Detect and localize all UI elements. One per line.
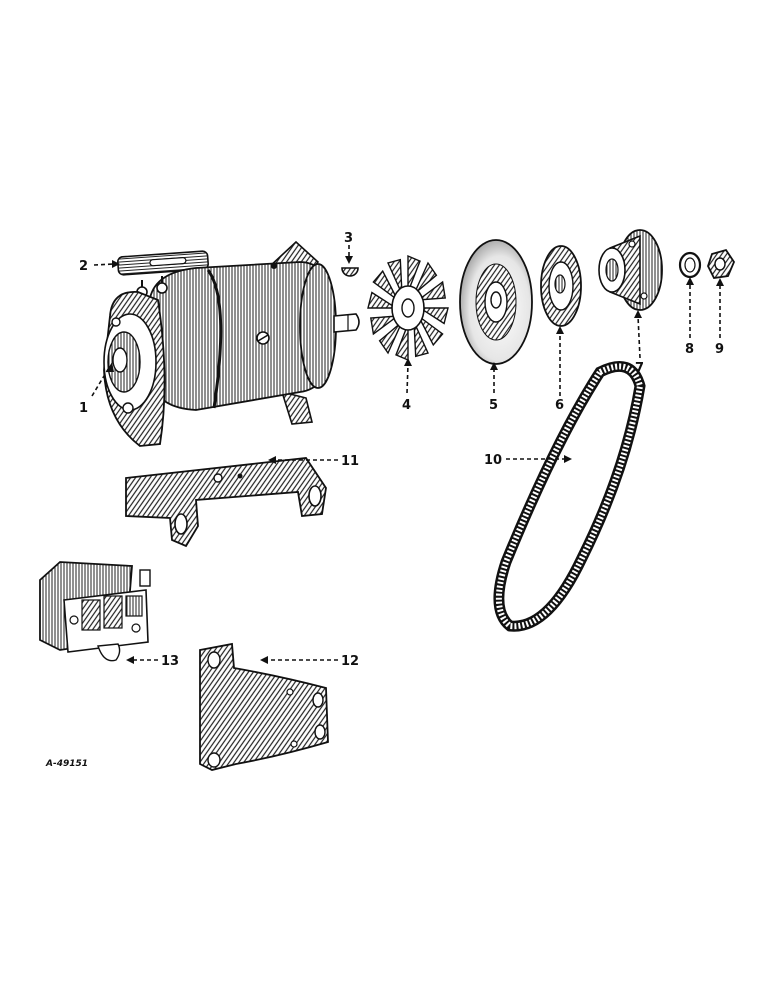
callout-9: 9 — [715, 342, 724, 357]
figure-id: A-49151 — [45, 759, 88, 769]
callout-10: 10 — [484, 453, 502, 468]
generator-icon — [103, 240, 360, 447]
fan-blade — [413, 261, 438, 295]
callout-labels: 1 2 3 4 5 6 7 8 9 10 11 12 13 A-49151 — [45, 231, 724, 769]
callout-1: 1 — [79, 401, 88, 416]
pulley-hub-icon — [598, 229, 663, 311]
fan-bore — [401, 298, 415, 318]
callout-7: 7 — [635, 361, 644, 376]
l-bracket-icon — [199, 642, 329, 771]
fan-blade — [417, 315, 444, 347]
pulley-half-icon — [540, 245, 582, 327]
woodruff-key-icon — [341, 267, 359, 277]
callout-5: 5 — [489, 398, 498, 413]
fan-blade — [413, 321, 429, 358]
fan-blade — [367, 291, 399, 309]
fan-blade — [407, 254, 421, 293]
nut-icon — [707, 248, 736, 279]
callout-13: 13 — [161, 654, 179, 669]
pulley-disc-icon — [459, 239, 533, 365]
fan-blade — [372, 269, 399, 301]
callout-6: 6 — [555, 398, 564, 413]
callout-2: 2 — [79, 259, 88, 274]
v-belt-icon — [493, 360, 646, 632]
fan-blade — [416, 280, 447, 301]
lock-washer-icon — [678, 251, 702, 279]
callout-12: 12 — [341, 654, 359, 669]
fan-icon — [367, 254, 449, 362]
fan-blade — [387, 258, 403, 295]
callout-4: 4 — [402, 398, 411, 413]
callout-8: 8 — [685, 342, 694, 357]
fan-blade — [369, 315, 400, 336]
callout-3: 3 — [344, 231, 353, 246]
leader-lines — [91, 245, 724, 664]
u-bracket-icon — [125, 457, 327, 548]
fan-blade — [378, 321, 403, 355]
regulator-icon — [39, 561, 151, 662]
fan-blade — [417, 307, 449, 325]
callout-11: 11 — [341, 454, 359, 469]
fan-blade — [395, 323, 409, 362]
